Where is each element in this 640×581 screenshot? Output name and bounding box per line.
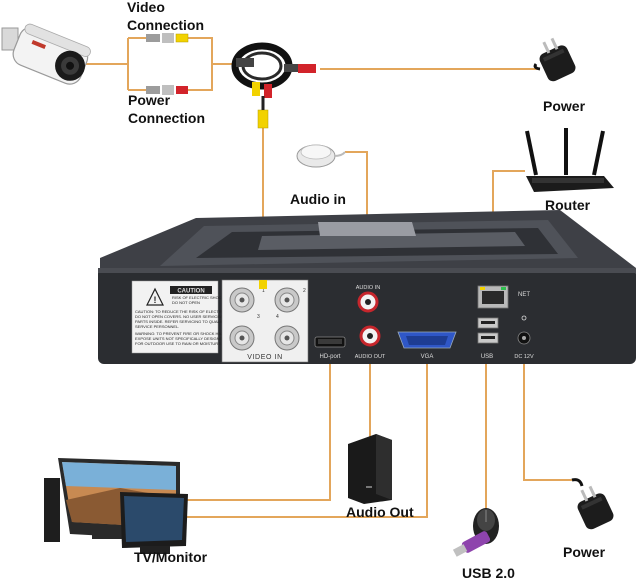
power-adapter-bottom — [571, 478, 614, 530]
caution-text-line: FOR OUTDOOR USE TO RAIN OR MOISTURE. — [135, 341, 222, 346]
power-adapter-top — [533, 37, 576, 82]
dc-label: DC 12V — [514, 354, 534, 360]
vga-wire — [186, 352, 428, 518]
microphone — [296, 144, 346, 168]
dc-power-wire — [523, 352, 572, 481]
tv-monitor — [44, 458, 188, 554]
caution-text-line: WARNING: TO PREVENT FIRE OR SHOCK HAZARD… — [135, 331, 250, 336]
bnc-port-1 — [229, 287, 255, 313]
caution-text-line: SERVICE PERSONNEL. — [135, 324, 179, 329]
bnc-port-2 — [274, 287, 300, 313]
caution-text-line: EXPOSE UNITS NOT SPECIFICALLY DESIGNED — [135, 336, 225, 341]
power-connection-label: Connection — [128, 110, 205, 126]
usb-port-label: USB — [481, 354, 493, 360]
router-label: Router — [545, 197, 591, 213]
power-connection-label: Power — [128, 92, 171, 108]
caution-text-line: DO NOT OPEN COVERS. NO USER SERVICEABLE — [135, 314, 231, 319]
audio-out-label: Audio Out — [346, 504, 414, 520]
caution-sub-line: RISK OF ELECTRIC SHOCK — [172, 295, 225, 300]
power-bottom-label: Power — [563, 544, 606, 560]
audio-in-label: Audio in — [290, 191, 346, 207]
video-plug-pair — [146, 33, 189, 43]
video-connection-label: Video — [127, 0, 165, 15]
usb-label: USB 2.0 — [462, 565, 515, 581]
bnc-number: 4 — [276, 314, 279, 320]
caution-sub-line: DO NOT OPEN — [172, 300, 200, 305]
bnc-port-4 — [274, 325, 300, 351]
speaker — [348, 434, 392, 504]
video-connection-label: Connection — [127, 17, 204, 33]
hdport-label: HD-port — [319, 354, 340, 360]
router — [525, 128, 614, 192]
hdmi-wire — [186, 352, 331, 501]
usb-flash-drive — [452, 531, 491, 557]
power-top-label: Power — [543, 98, 586, 114]
caution-text-line: CAUTION: TO REDUCE THE RISK OF ELECTRICA… — [135, 309, 246, 314]
bullet-camera — [1, 23, 91, 85]
hd-port: HD-port — [314, 336, 346, 360]
audio-in-port-label: AUDIO IN — [356, 285, 380, 291]
audio-out-port-label: AUDIO OUT — [355, 354, 386, 360]
vga-port: VGA — [397, 331, 457, 360]
splitter-join-wire — [185, 37, 236, 91]
caution-label: ! CAUTION RISK OF ELECTRIC SHOCK DO NOT … — [131, 280, 250, 354]
svg-text:!: ! — [154, 295, 157, 305]
caution-text-line: PARTS INSIDE. REFER SERVICING TO QUALIFI… — [135, 319, 230, 324]
bnc-port-3 — [229, 325, 255, 351]
power-plug-pair — [146, 85, 188, 95]
diagram-labels: Video Connection Power Connection Power … — [127, 0, 606, 581]
siamese-cable-coil — [231, 42, 316, 129]
video-in-label: VIDEO IN — [247, 354, 283, 361]
usb-mouse — [473, 508, 499, 544]
vga-label: VGA — [421, 354, 434, 360]
camera-cable-wire — [86, 37, 155, 91]
bnc-number: 3 — [257, 314, 260, 320]
rear-right-ports: NET USB DC 12V — [470, 280, 534, 360]
net-label: NET — [518, 292, 530, 298]
tv-monitor-label: TV/Monitor — [134, 549, 208, 565]
bnc-number: 2 — [303, 288, 306, 294]
audio-ports: AUDIO IN AUDIO OUT — [355, 285, 386, 360]
bnc-number: 1 — [262, 288, 265, 294]
caution-title: CAUTION — [177, 289, 204, 295]
video-in-panel: 1 2 3 4 VIDEO IN — [221, 279, 309, 363]
